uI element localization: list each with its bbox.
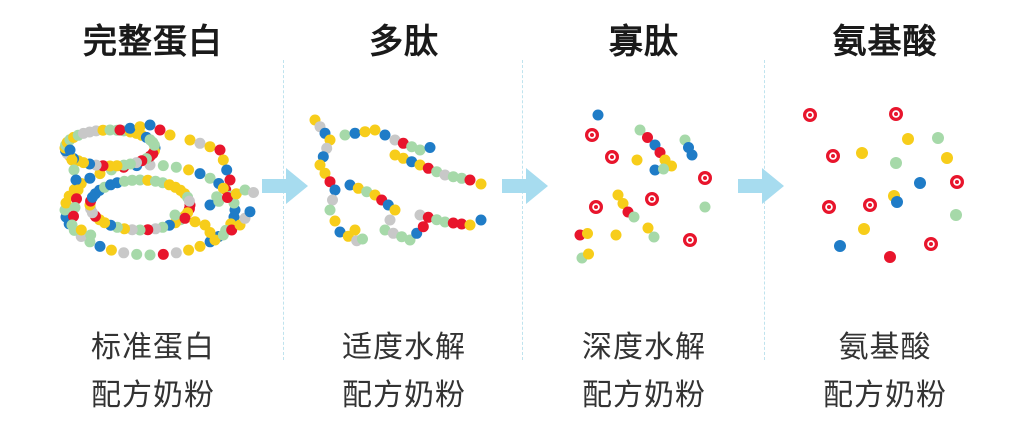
column-label-line2: 配方奶粉 (342, 378, 466, 413)
column-label-line1: 标准蛋白 (91, 330, 215, 365)
column-divider (283, 60, 284, 360)
column-title: 寡肽 (609, 22, 679, 62)
column-title: 氨基酸 (832, 22, 938, 62)
column-oligopeptide: 寡肽 深度水解 配方奶粉 (524, 0, 764, 426)
right-arrow-icon (738, 168, 784, 204)
oligopeptide-fragments-icon (574, 109, 712, 264)
column-label-line1: 深度水解 (582, 330, 706, 365)
column-label-line1: 氨基酸 (838, 330, 932, 365)
column-intact-protein: 完整蛋白 标准蛋白 配方奶粉 (33, 0, 273, 426)
column-divider (522, 60, 523, 360)
polypeptide-fragments-icon (309, 114, 487, 247)
column-amino-acid: 氨基酸 氨基酸 配方奶粉 (765, 0, 1005, 426)
column-label-line2: 配方奶粉 (91, 378, 215, 413)
column-label-line2: 配方奶粉 (582, 378, 706, 413)
right-arrow-icon (262, 168, 308, 204)
free-amino-acids-icon (803, 107, 964, 263)
column-label-line2: 配方奶粉 (823, 378, 947, 413)
column-title: 完整蛋白 (83, 22, 223, 62)
column-label-line1: 适度水解 (342, 330, 466, 365)
column-divider (764, 60, 765, 360)
column-title: 多肽 (369, 22, 439, 62)
right-arrow-icon (502, 168, 548, 204)
column-polypeptide: 多肽 适度水解 配方奶粉 (284, 0, 524, 426)
intact-protein-chain-icon (59, 119, 259, 261)
